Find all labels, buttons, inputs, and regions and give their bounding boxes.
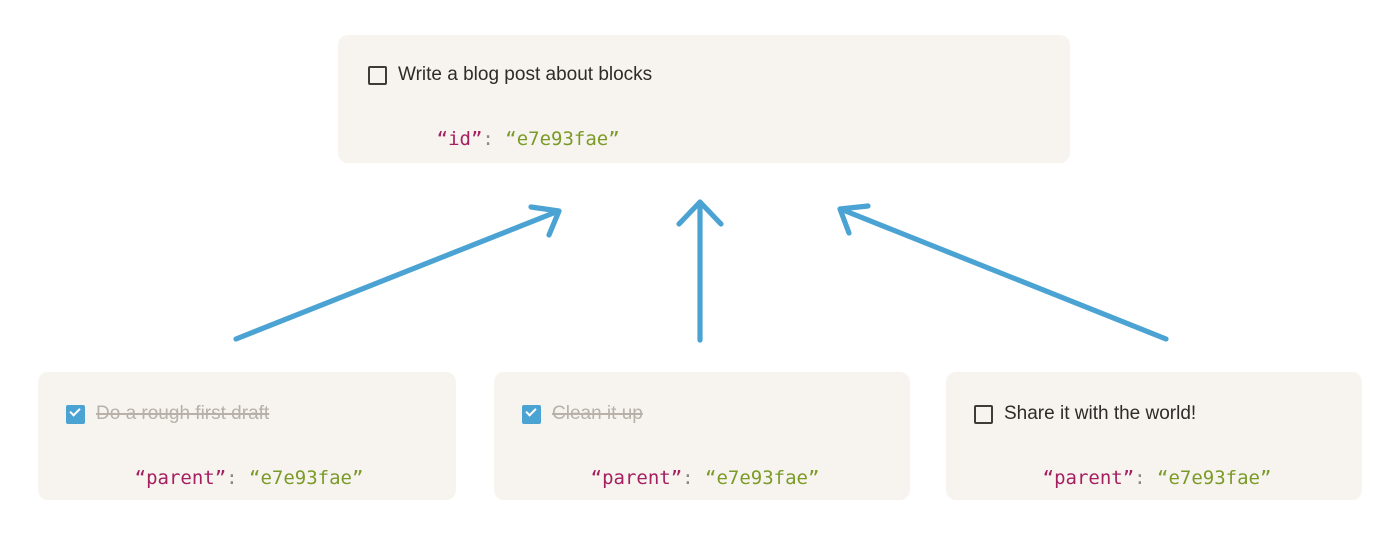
arrow-head — [837, 203, 871, 236]
child-task-title: Share it with the world! — [1004, 403, 1197, 424]
arrow-child-2-to-parent — [837, 203, 1169, 342]
parent-task-title: Write a blog post about blocks — [398, 64, 653, 85]
arrow-head — [676, 199, 724, 227]
json-key: “parent” — [1042, 467, 1135, 489]
parent-task-line: Write a blog post about blocks — [368, 63, 652, 87]
arrow-shaft — [233, 209, 559, 342]
child-task-title: Clean it up — [552, 403, 643, 424]
checkbox-empty-icon[interactable] — [368, 65, 387, 85]
arrow-child-0-to-parent — [233, 204, 562, 342]
child-json-line: “parent”: “e7e93fae” — [522, 442, 820, 514]
check-tick-icon — [525, 404, 537, 417]
check-tick-icon — [69, 404, 81, 417]
json-value: “e7e93fae” — [505, 128, 620, 150]
checkbox-checked-icon[interactable] — [66, 404, 85, 424]
json-colon: : — [226, 467, 250, 489]
parent-json-line: “id”: “e7e93fae” — [368, 103, 620, 175]
json-value: “e7e93fae” — [705, 467, 820, 489]
json-key: “parent” — [590, 467, 683, 489]
child-task-line: Do a rough first draft — [66, 402, 269, 426]
json-colon: : — [482, 128, 506, 150]
child-task-card[interactable]: Clean it up “parent”: “e7e93fae” — [494, 372, 910, 500]
checkbox-empty-icon[interactable] — [974, 404, 993, 424]
child-json-line: “parent”: “e7e93fae” — [974, 442, 1272, 514]
arrow-child-1-to-parent — [676, 199, 724, 343]
parent-task-card[interactable]: Write a blog post about blocks “id”: “e7… — [338, 35, 1070, 163]
child-task-line: Clean it up — [522, 402, 643, 426]
checkbox-checked-icon[interactable] — [522, 404, 541, 424]
child-task-line: Share it with the world! — [974, 402, 1196, 426]
json-colon: : — [1134, 467, 1158, 489]
arrow-head — [528, 204, 562, 238]
json-colon: : — [682, 467, 706, 489]
child-task-title: Do a rough first draft — [96, 403, 270, 424]
child-task-card[interactable]: Do a rough first draft “parent”: “e7e93f… — [38, 372, 456, 500]
child-json-line: “parent”: “e7e93fae” — [66, 442, 364, 514]
json-key: “parent” — [134, 467, 227, 489]
json-value: “e7e93fae” — [1157, 467, 1272, 489]
child-task-card[interactable]: Share it with the world! “parent”: “e7e9… — [946, 372, 1362, 500]
arrow-shaft — [840, 207, 1169, 342]
json-value: “e7e93fae” — [249, 467, 364, 489]
json-key: “id” — [436, 128, 483, 150]
